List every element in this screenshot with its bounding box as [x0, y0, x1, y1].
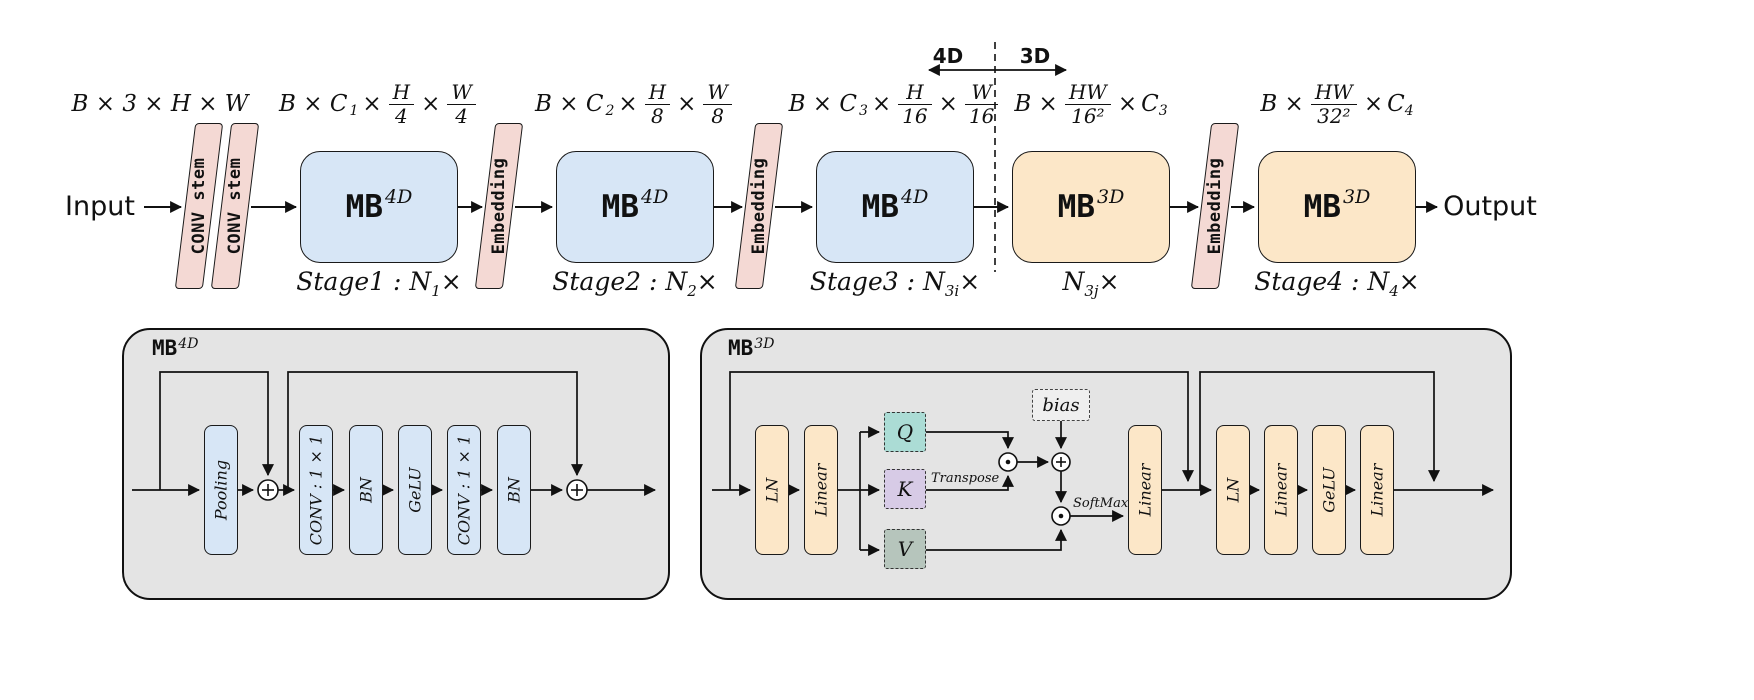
linear-block-4: Linear [1360, 425, 1394, 555]
ln-block-1: LN [755, 425, 789, 555]
bn-block-2: BN [497, 425, 531, 555]
gelu-block-3d: GeLU [1312, 425, 1346, 555]
query-box: Q [884, 412, 926, 452]
pooling-block: Pooling [204, 425, 238, 555]
key-box: K [884, 469, 926, 509]
dim-text: B × 3 × H × W [71, 91, 249, 117]
gelu-block-4d: GeLU [398, 425, 432, 555]
embedding-3-label: Embedding [1205, 157, 1225, 255]
stage3-label: Stage3 : N3i× [809, 267, 981, 300]
conv1x1-block-1: CONV : 1 × 1 [299, 425, 333, 555]
embedding-2: Embedding [734, 123, 784, 289]
dim-label-input: B × 3 × H × W [30, 76, 290, 132]
conv-stem-2: CONV stem [210, 123, 260, 289]
conv-stem-2-label: CONV stem [225, 157, 245, 255]
bn-block-1: BN [349, 425, 383, 555]
output-label: Output [1443, 191, 1537, 222]
conv-stem-1-label: CONV stem [189, 157, 209, 255]
stage4-label: Stage4 : N4× [1254, 267, 1420, 300]
bias-box: bias [1032, 389, 1090, 421]
linear-block-3: Linear [1264, 425, 1298, 555]
value-box: V [884, 529, 926, 569]
stage1-label: Stage1 : N1× [296, 267, 462, 300]
ln-block-2: LN [1216, 425, 1250, 555]
mb4d-panel-title: MB4D [152, 336, 199, 360]
embedding-1: Embedding [474, 123, 524, 289]
embedding-3: Embedding [1190, 123, 1240, 289]
embedding-1-label: Embedding [489, 157, 509, 255]
linear-block-2: Linear [1128, 425, 1162, 555]
stage2-label: Stage2 : N2× [552, 267, 718, 300]
conv1x1-block-2: CONV : 1 × 1 [447, 425, 481, 555]
divider-3d-label: 3D [1019, 44, 1051, 68]
mb3d-panel-title: MB3D [728, 336, 775, 360]
divider-4d-label: 4D [932, 44, 964, 68]
input-label: Input [65, 191, 135, 222]
linear-block-1: Linear [804, 425, 838, 555]
softmax-label: SoftMax [1073, 496, 1129, 511]
stage3-3d-label: N3j× [1062, 267, 1120, 300]
transpose-label: Transpose [931, 471, 1000, 486]
embedding-2-label: Embedding [749, 157, 769, 255]
